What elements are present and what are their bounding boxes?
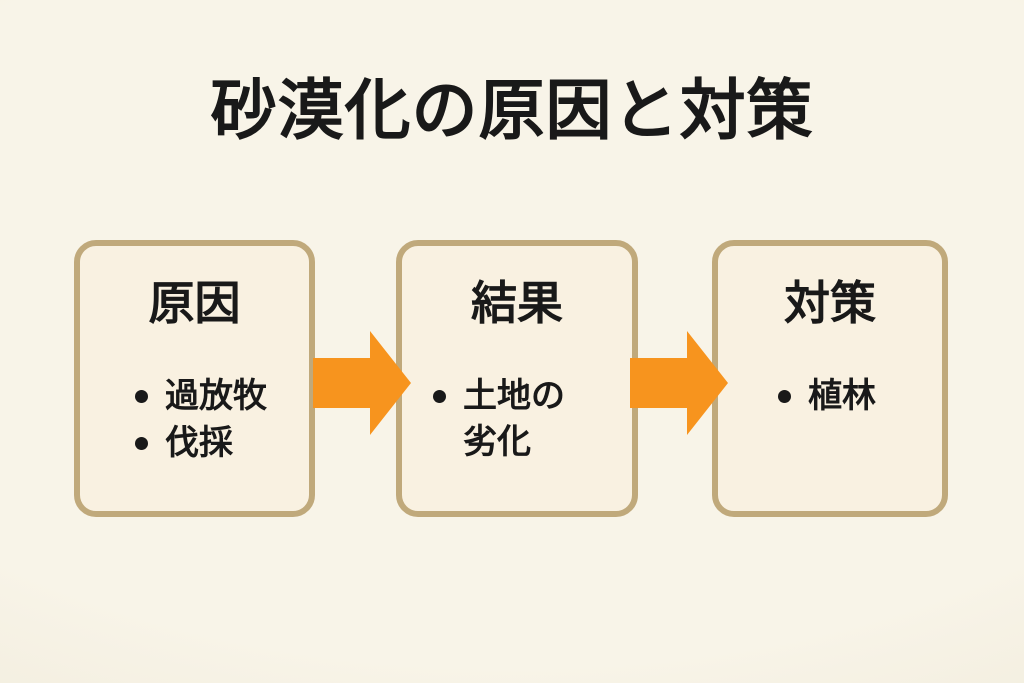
bullet-dot-icon: [135, 390, 148, 403]
list-item: 過放牧: [135, 374, 309, 420]
arrow-right-shape: [630, 331, 728, 435]
list-item: 植林: [778, 374, 942, 420]
box-cause: 原因 過放牧 伐採: [74, 240, 315, 517]
box-countermeasure: 対策 植林: [712, 240, 948, 517]
box-countermeasure-list: 植林: [718, 374, 942, 420]
box-result: 結果 土地の劣化: [396, 240, 638, 517]
bullet-dot-icon: [778, 390, 791, 403]
arrow-right-shape: [313, 331, 411, 435]
arrow-right-icon: [313, 331, 411, 435]
arrow-right-icon: [630, 331, 728, 435]
bullet-text: 伐採: [165, 422, 233, 463]
bullet-dot-icon: [135, 436, 148, 450]
box-result-heading: 結果: [471, 276, 563, 330]
box-cause-heading: 原因: [148, 276, 241, 330]
box-result-list: 土地の劣化: [402, 374, 632, 465]
box-countermeasure-heading: 対策: [784, 276, 876, 330]
bullet-text: 過放牧: [165, 376, 267, 416]
bullet-dot-icon: [433, 390, 446, 403]
list-item: 伐採: [135, 421, 309, 467]
list-item: 土地の劣化: [433, 374, 632, 465]
slide-title: 砂漠化の原因と対策: [210, 72, 814, 149]
bullet-text: 植林: [808, 376, 876, 416]
bullet-text: 土地の劣化: [463, 376, 565, 462]
box-cause-list: 過放牧 伐採: [80, 374, 309, 466]
